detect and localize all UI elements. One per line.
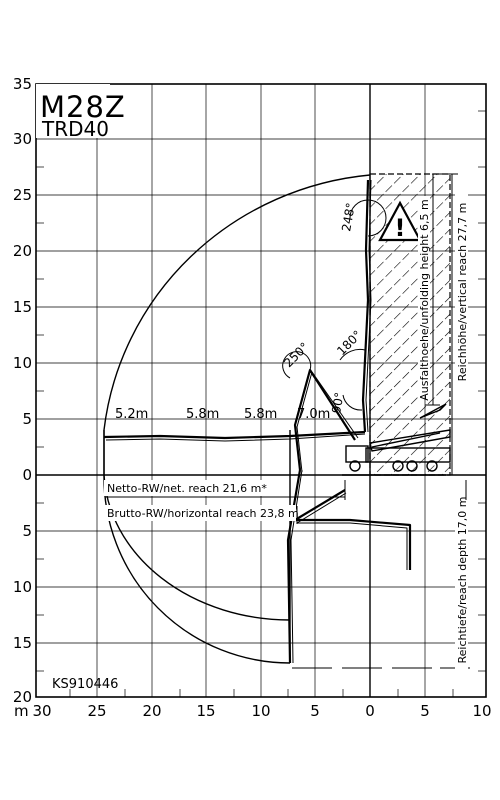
svg-text:20: 20 — [142, 702, 161, 720]
horizontal-reach-label: Brutto-RW/horizontal reach 23,8 m — [107, 507, 299, 520]
angle-label-90: 90° — [329, 391, 346, 414]
svg-text:30: 30 — [13, 130, 32, 148]
boom-folded-up — [361, 179, 370, 433]
svg-text:10: 10 — [472, 702, 491, 720]
svg-text:30: 30 — [32, 702, 51, 720]
svg-text:15: 15 — [196, 702, 215, 720]
svg-text:20: 20 — [13, 242, 32, 260]
boom-reach-depth-2 — [296, 492, 408, 570]
angle-arcs — [282, 199, 387, 411]
svg-text:10: 10 — [251, 702, 270, 720]
document-code: KS910446 — [52, 677, 118, 692]
y-axis-labels: 35 30 25 20 15 10 5 0 5 10 15 20 — [13, 75, 32, 706]
svg-text:5: 5 — [22, 522, 32, 540]
hatched-zone-border — [369, 173, 451, 476]
boom-folded-up-2 — [365, 179, 372, 433]
svg-text:15: 15 — [13, 298, 32, 316]
svg-text:5: 5 — [22, 410, 32, 428]
svg-text:0: 0 — [22, 466, 32, 484]
svg-text:25: 25 — [13, 186, 32, 204]
axis-unit: m — [14, 702, 29, 720]
x-axis-labels: 30 25 20 15 10 5 0 5 10 — [32, 702, 491, 720]
minor-ticks — [36, 110, 486, 697]
boom-raised-2 — [296, 371, 359, 473]
angle-label-250: 250° — [281, 340, 311, 370]
svg-text:!: ! — [395, 214, 406, 242]
boom-horizontal-2 — [105, 433, 366, 442]
angle-label-180: 180° — [334, 328, 364, 358]
svg-text:35: 35 — [13, 75, 32, 93]
truck-icon — [342, 403, 451, 476]
angle-label-248: 248° — [339, 202, 358, 233]
boom-raised — [293, 368, 356, 471]
svg-text:15: 15 — [13, 634, 32, 652]
title-box — [36, 84, 110, 138]
boom-reach-depth — [293, 489, 412, 570]
vertical-reach-label: Reichhöhe/vertical reach 27,7 m — [456, 203, 469, 382]
model-title: M28Z — [40, 90, 126, 124]
section-label-1: 5.2m — [115, 407, 148, 422]
section-label-4: 7.0m — [297, 407, 330, 422]
svg-text:10: 10 — [13, 578, 32, 596]
section-label-3: 5.8m — [244, 407, 277, 422]
svg-text:0: 0 — [365, 702, 375, 720]
svg-text:10: 10 — [13, 354, 32, 372]
svg-text:5: 5 — [420, 702, 430, 720]
warning-triangle-icon: ! — [378, 200, 422, 242]
svg-text:25: 25 — [87, 702, 106, 720]
section-labels: 5.2m 5.8m 5.8m 7.0m — [115, 407, 330, 422]
boom-down-2 — [290, 469, 303, 664]
reach-depth-label: Reichtiefe/reach depth 17,0 m — [456, 497, 469, 664]
net-reach-label: Netto-RW/net. reach 21,6 m* — [107, 482, 267, 495]
section-label-2: 5.8m — [186, 407, 219, 422]
boom-horizontal — [103, 430, 366, 440]
svg-text:20: 20 — [13, 688, 32, 706]
svg-text:5: 5 — [310, 702, 320, 720]
unfolding-height-label: Ausfalthoehe/unfolding height 6,5 m — [418, 199, 431, 400]
model-variant: TRD40 — [41, 117, 109, 141]
hatched-zone — [370, 174, 450, 475]
